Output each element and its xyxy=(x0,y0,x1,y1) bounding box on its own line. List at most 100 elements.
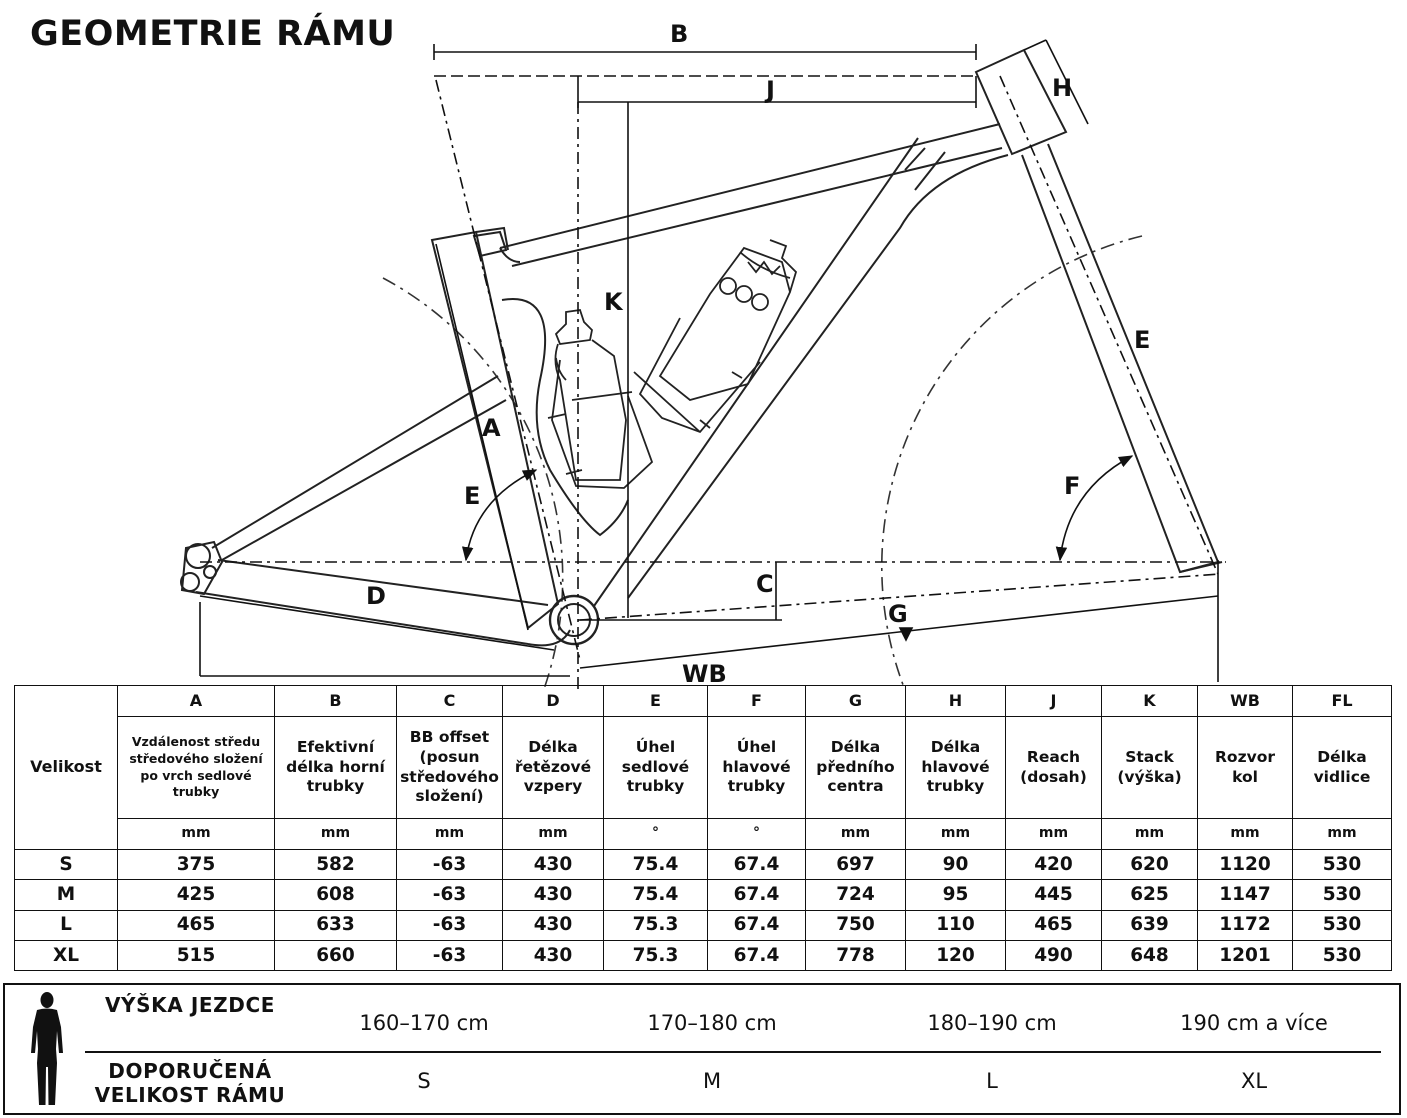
value-cell-e: 75.4 xyxy=(603,879,708,911)
column-unit-c: mm xyxy=(396,817,503,851)
column-unit-fl: mm xyxy=(1292,817,1392,851)
frame-geometry-diagram: B J H K E A E F C D G WB xyxy=(180,20,1226,690)
value-cell-b: 633 xyxy=(274,909,397,941)
value-cell-j: 465 xyxy=(1005,909,1102,941)
column-name-k: Stack (výška) xyxy=(1101,716,1198,819)
column-unit-a: mm xyxy=(117,817,275,851)
value-cell-c: -63 xyxy=(396,879,503,911)
value-cell-k: 625 xyxy=(1101,879,1198,911)
value-cell-h: 110 xyxy=(905,909,1006,941)
rider-height-label: VÝŠKA JEZDCE xyxy=(104,993,276,1017)
label-a: A xyxy=(482,414,501,442)
label-e-seat: E xyxy=(464,482,480,510)
value-cell-a: 375 xyxy=(117,849,275,881)
column-name-wb: Rozvor kol xyxy=(1197,716,1293,819)
value-cell-k: 648 xyxy=(1101,939,1198,972)
value-cell-g: 750 xyxy=(805,909,906,941)
value-cell-b: 660 xyxy=(274,939,397,972)
value-cell-d: 430 xyxy=(502,909,604,941)
dimension-labels: B J H K E A E F C D G WB xyxy=(366,20,1150,688)
value-cell-fl: 530 xyxy=(1292,849,1392,881)
rider-height-s: 160–170 cm xyxy=(359,1011,489,1035)
value-cell-wb: 1147 xyxy=(1197,879,1293,911)
value-cell-b: 582 xyxy=(274,849,397,881)
column-unit-k: mm xyxy=(1101,817,1198,851)
down-tube xyxy=(593,137,1009,607)
label-d: D xyxy=(366,582,386,610)
value-cell-f: 67.4 xyxy=(707,879,806,911)
value-cell-b: 608 xyxy=(274,879,397,911)
column-name-f: Úhel hlavové trubky xyxy=(707,716,806,819)
value-cell-k: 639 xyxy=(1101,909,1198,941)
label-j: J xyxy=(764,76,775,104)
column-letter-j: J xyxy=(1005,684,1102,718)
recommended-size-xl: XL xyxy=(1240,1069,1268,1093)
small-bottle-cage xyxy=(551,359,654,489)
wheel-arcs xyxy=(382,235,1143,690)
value-cell-d: 430 xyxy=(502,879,604,911)
dimension-lines xyxy=(199,39,1226,690)
value-cell-k: 620 xyxy=(1101,849,1198,881)
column-name-h: Délka hlavové trubky xyxy=(905,716,1006,819)
value-cell-wb: 1120 xyxy=(1197,849,1293,881)
value-cell-f: 67.4 xyxy=(707,939,806,972)
seat-post xyxy=(472,230,508,258)
value-cell-e: 75.4 xyxy=(603,849,708,881)
column-letter-e: E xyxy=(603,684,708,718)
value-cell-j: 420 xyxy=(1005,849,1102,881)
size-cell: L xyxy=(14,909,118,941)
column-letter-c: C xyxy=(396,684,503,718)
label-e-head: E xyxy=(1134,326,1150,354)
label-f: F xyxy=(1064,472,1080,500)
value-cell-fl: 530 xyxy=(1292,909,1392,941)
value-cell-c: -63 xyxy=(396,939,503,972)
column-letter-a: A xyxy=(117,684,275,718)
recommended-size-s: S xyxy=(417,1069,431,1093)
label-c: C xyxy=(756,570,774,598)
page-title: GEOMETRIE RÁMU xyxy=(30,14,396,54)
chain-stay xyxy=(195,559,549,645)
rider-height-m: 170–180 cm xyxy=(647,1011,777,1035)
fork xyxy=(1021,143,1220,574)
column-unit-d: mm xyxy=(502,817,604,851)
rider-height-l: 180–190 cm xyxy=(927,1011,1057,1035)
small-water-bottle xyxy=(547,309,654,489)
seat-stay xyxy=(211,375,507,561)
value-cell-h: 90 xyxy=(905,849,1006,881)
column-letter-b: B xyxy=(274,684,397,718)
rider-divider xyxy=(85,1051,1381,1053)
top-tube xyxy=(499,123,1003,267)
value-cell-e: 75.3 xyxy=(603,909,708,941)
column-name-b: Efektivní délka horní trubky xyxy=(274,716,397,819)
value-cell-wb: 1201 xyxy=(1197,939,1293,972)
column-name-a: Vzdálenost středu středového složení po … xyxy=(117,716,275,819)
value-cell-a: 425 xyxy=(117,879,275,911)
label-g: G xyxy=(888,600,908,628)
rider-silhouette-icon xyxy=(31,992,63,1105)
column-name-c: BB offset (posun středového složení) xyxy=(396,716,503,819)
size-cell: M xyxy=(14,879,118,911)
column-name-g: Délka předního centra xyxy=(805,716,906,819)
size-cell: XL xyxy=(14,939,118,972)
value-cell-g: 697 xyxy=(805,849,906,881)
column-letter-d: D xyxy=(502,684,604,718)
label-wb: WB xyxy=(682,660,727,688)
column-unit-b: mm xyxy=(274,817,397,851)
seat-angle-arc xyxy=(462,469,538,562)
large-water-bottle xyxy=(633,239,798,434)
value-cell-j: 490 xyxy=(1005,939,1102,972)
value-cell-c: -63 xyxy=(396,909,503,941)
label-h: H xyxy=(1052,74,1072,102)
rider-size-guide: VÝŠKA JEZDCE 160–170 cm 170–180 cm 180–1… xyxy=(3,983,1401,1115)
recommended-size-label: DOPORUČENÁ VELIKOST RÁMU xyxy=(94,1059,286,1107)
column-unit-g: mm xyxy=(805,817,906,851)
value-cell-f: 67.4 xyxy=(707,849,806,881)
column-unit-wb: mm xyxy=(1197,817,1293,851)
size-cell: S xyxy=(14,849,118,881)
label-b: B xyxy=(670,20,688,48)
head-tube xyxy=(974,48,1068,156)
column-name-j: Reach (dosah) xyxy=(1005,716,1102,819)
column-letter-wb: WB xyxy=(1197,684,1293,718)
